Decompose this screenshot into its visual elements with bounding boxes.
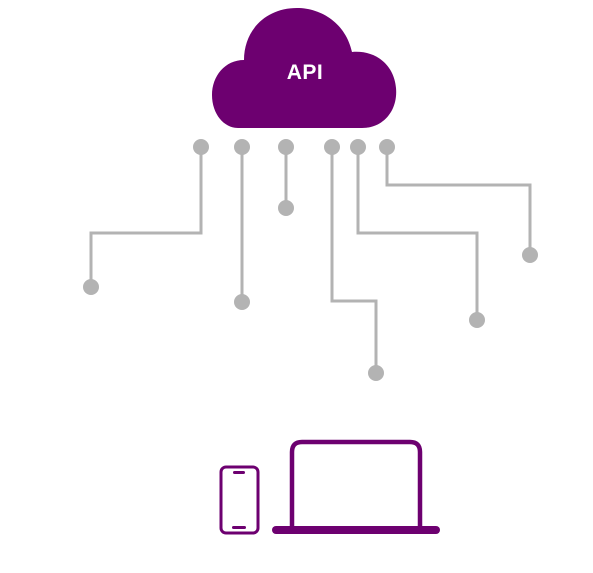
connector-dot-end-1 [83, 279, 99, 295]
phone-body [219, 465, 260, 535]
api-cloud: API [212, 8, 397, 128]
cloud-icon [212, 8, 397, 128]
connector-line-1 [89, 147, 203, 287]
phone-speaker [233, 471, 245, 474]
connector-dot-top-5 [350, 139, 366, 155]
connector-lines [89, 147, 532, 373]
connector-dot-end-4 [368, 365, 384, 381]
phone-icon [219, 465, 260, 535]
connector-line-6 [385, 147, 532, 255]
laptop-screen [289, 439, 423, 526]
connector-dot-top-4 [324, 139, 340, 155]
connector-dot-top-6 [379, 139, 395, 155]
connector-dot-end-6 [522, 247, 538, 263]
connector-line-4 [330, 147, 378, 373]
connector-dots [83, 139, 538, 381]
connector-dot-end-2 [234, 294, 250, 310]
connector-dot-end-5 [469, 312, 485, 328]
cloud-label: API [287, 61, 324, 84]
phone-home-bar [232, 526, 246, 529]
connector-line-5 [356, 147, 479, 320]
connector-dot-top-3 [278, 139, 294, 155]
connector-dot-end-3 [278, 200, 294, 216]
laptop-base [272, 526, 440, 534]
laptop-icon [272, 439, 440, 534]
devices [219, 439, 440, 535]
connector-dot-top-2 [234, 139, 250, 155]
connector-dot-top-1 [193, 139, 209, 155]
